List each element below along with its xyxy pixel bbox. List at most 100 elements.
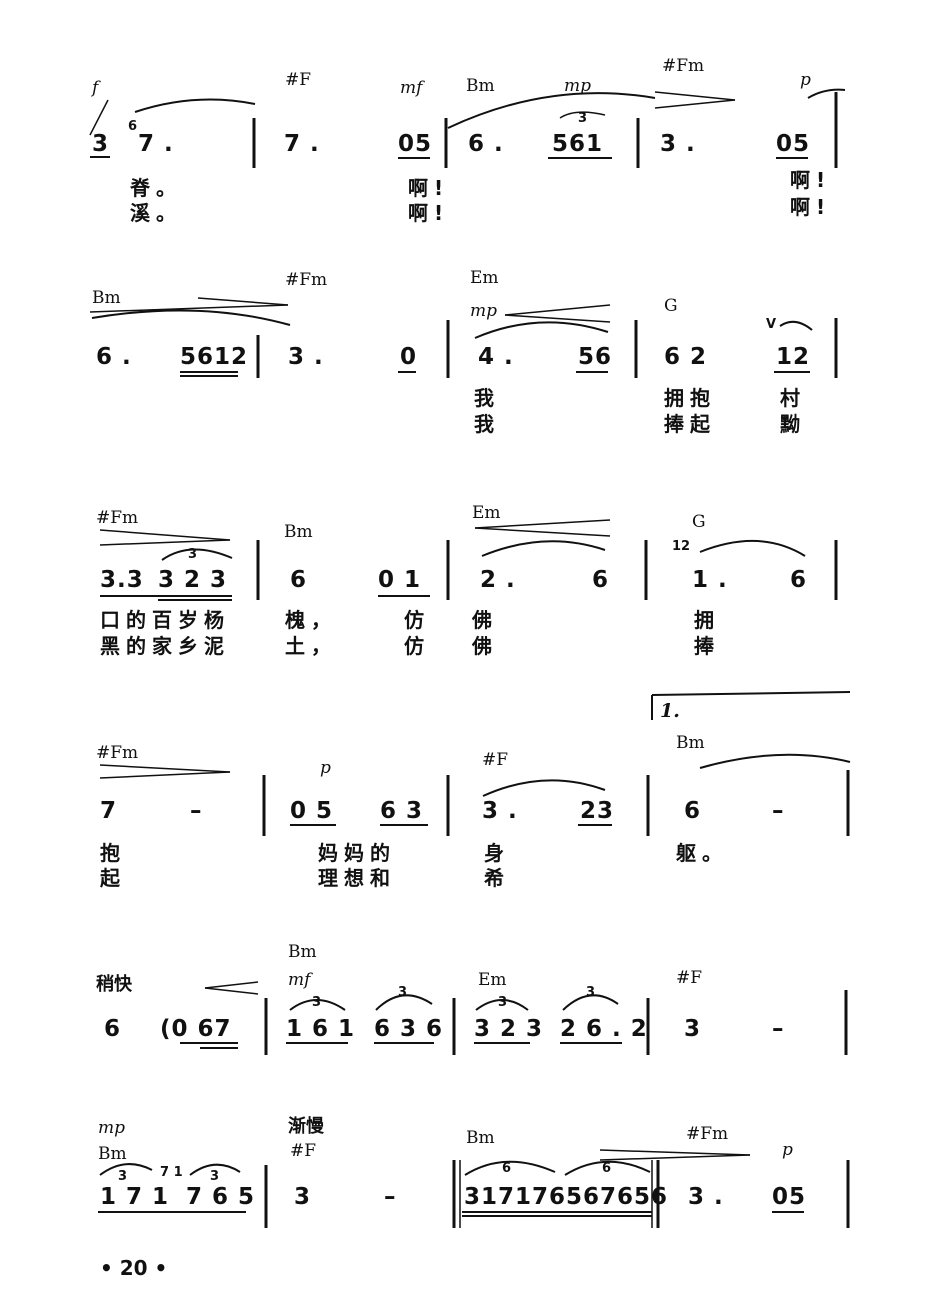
chord-symbol: #Fm	[96, 743, 139, 763]
note: 05	[398, 131, 433, 157]
chord-symbol: Bm	[98, 1144, 127, 1164]
note: 2 6 . 2	[560, 1016, 648, 1042]
lyric: 起	[100, 866, 126, 890]
lyric: 捧	[694, 634, 720, 658]
note: 12	[776, 344, 811, 370]
tuplet-number: 3	[578, 111, 588, 126]
lyric: 溪。	[130, 201, 182, 225]
note: 7 6 5	[186, 1184, 256, 1210]
dynamic-mark: f	[92, 78, 99, 98]
note: 3 2 3	[474, 1016, 544, 1042]
lyric: 啊!	[408, 176, 450, 200]
dynamic-mark: p	[800, 70, 811, 90]
note: 561	[552, 131, 604, 157]
chord-symbol: Bm	[284, 522, 313, 542]
note: 3	[294, 1184, 312, 1210]
dynamic-mark: p	[320, 758, 331, 778]
dynamic-mark: mp	[564, 76, 592, 96]
lyric: 妈妈的	[318, 841, 396, 865]
note: 7	[100, 798, 118, 824]
chord-symbol: #F	[676, 968, 703, 988]
chord-symbol: Bm	[466, 1128, 495, 1148]
note: 0 5	[290, 798, 334, 824]
lyric: 佛	[472, 608, 498, 632]
lyric: 村	[780, 386, 806, 410]
lyric: 黑的家乡泥	[100, 634, 230, 658]
lyric: 啊!	[790, 195, 832, 219]
note: 3	[92, 131, 110, 157]
note: 3.3	[100, 567, 144, 593]
note: 1 .	[692, 567, 728, 593]
lyric: 我	[474, 412, 500, 436]
lyric: 仿	[404, 608, 430, 632]
lyric: 口的百岁杨	[100, 608, 230, 632]
note: 6 3 6	[374, 1016, 444, 1042]
chord-symbol: #F	[482, 750, 509, 770]
chord-symbol: Bm	[466, 76, 495, 96]
tuplet-number: 3	[188, 547, 198, 562]
tuplet-number: 3	[398, 985, 408, 1000]
note: 0 1	[378, 567, 422, 593]
tuplet-number: 3	[498, 995, 508, 1010]
note: 3 .	[482, 798, 518, 824]
lyric: 理想和	[318, 866, 396, 890]
breath-mark: V	[766, 317, 777, 332]
chord-symbol: Em	[472, 503, 501, 523]
note: 6 3	[380, 798, 424, 824]
lyric: 脊。	[130, 176, 182, 200]
dynamic-mark: p	[782, 1140, 793, 1160]
note: –	[772, 1016, 785, 1042]
chord-symbol: #F	[285, 70, 312, 90]
note: 6	[104, 1016, 122, 1042]
tuplet-number: 6	[602, 1161, 612, 1176]
note: 6	[790, 567, 808, 593]
note: –	[190, 798, 203, 824]
tuplet-number: 3	[210, 1169, 220, 1184]
note: 3 .	[660, 131, 696, 157]
note: 3 2 3	[158, 567, 228, 593]
lyric: 仿	[404, 634, 430, 658]
note: 1 7 1	[100, 1184, 170, 1210]
chord-symbol: Em	[478, 970, 507, 990]
chord-symbol: Bm	[92, 288, 121, 308]
lyric: 啊!	[790, 168, 832, 192]
note: 5612	[180, 344, 249, 370]
note: 23	[580, 798, 615, 824]
note: 6	[684, 798, 702, 824]
note: 0	[400, 344, 418, 370]
lyric: 拥	[694, 608, 720, 632]
lyric: 我	[474, 386, 500, 410]
dynamic-mark: mf	[288, 970, 311, 990]
grace-note: 12	[672, 539, 691, 554]
chord-symbol: Bm	[676, 733, 705, 753]
note: 317176	[464, 1184, 567, 1210]
note: 05	[776, 131, 811, 157]
tuplet-number: 3	[118, 1169, 128, 1184]
grace-note: 7 1	[160, 1165, 183, 1180]
grace-note: 6	[128, 119, 138, 134]
lyric: 躯。	[676, 841, 728, 865]
tuplet-number: 3	[312, 995, 322, 1010]
lyric: 希	[484, 866, 510, 890]
note: 4 .	[478, 344, 514, 370]
note: 7 .	[138, 131, 174, 157]
chord-symbol: G	[692, 512, 706, 532]
note: 6	[592, 567, 610, 593]
lyric: 捧起	[664, 412, 716, 436]
tuplet-number: 6	[502, 1161, 512, 1176]
dynamic-mark: mp	[98, 1118, 126, 1138]
note: 3	[684, 1016, 702, 1042]
chord-symbol: #Fm	[686, 1124, 729, 1144]
lyric: 身	[484, 841, 510, 865]
note: 1 6 1	[286, 1016, 356, 1042]
note: 3 .	[288, 344, 324, 370]
chord-symbol: Em	[470, 268, 499, 288]
tuplet-number: 3	[586, 985, 596, 1000]
note: 2 .	[480, 567, 516, 593]
note: 6 2	[664, 344, 708, 370]
chord-symbol: Bm	[288, 942, 317, 962]
lyric: 抱	[100, 841, 126, 865]
note: 7 .	[284, 131, 320, 157]
